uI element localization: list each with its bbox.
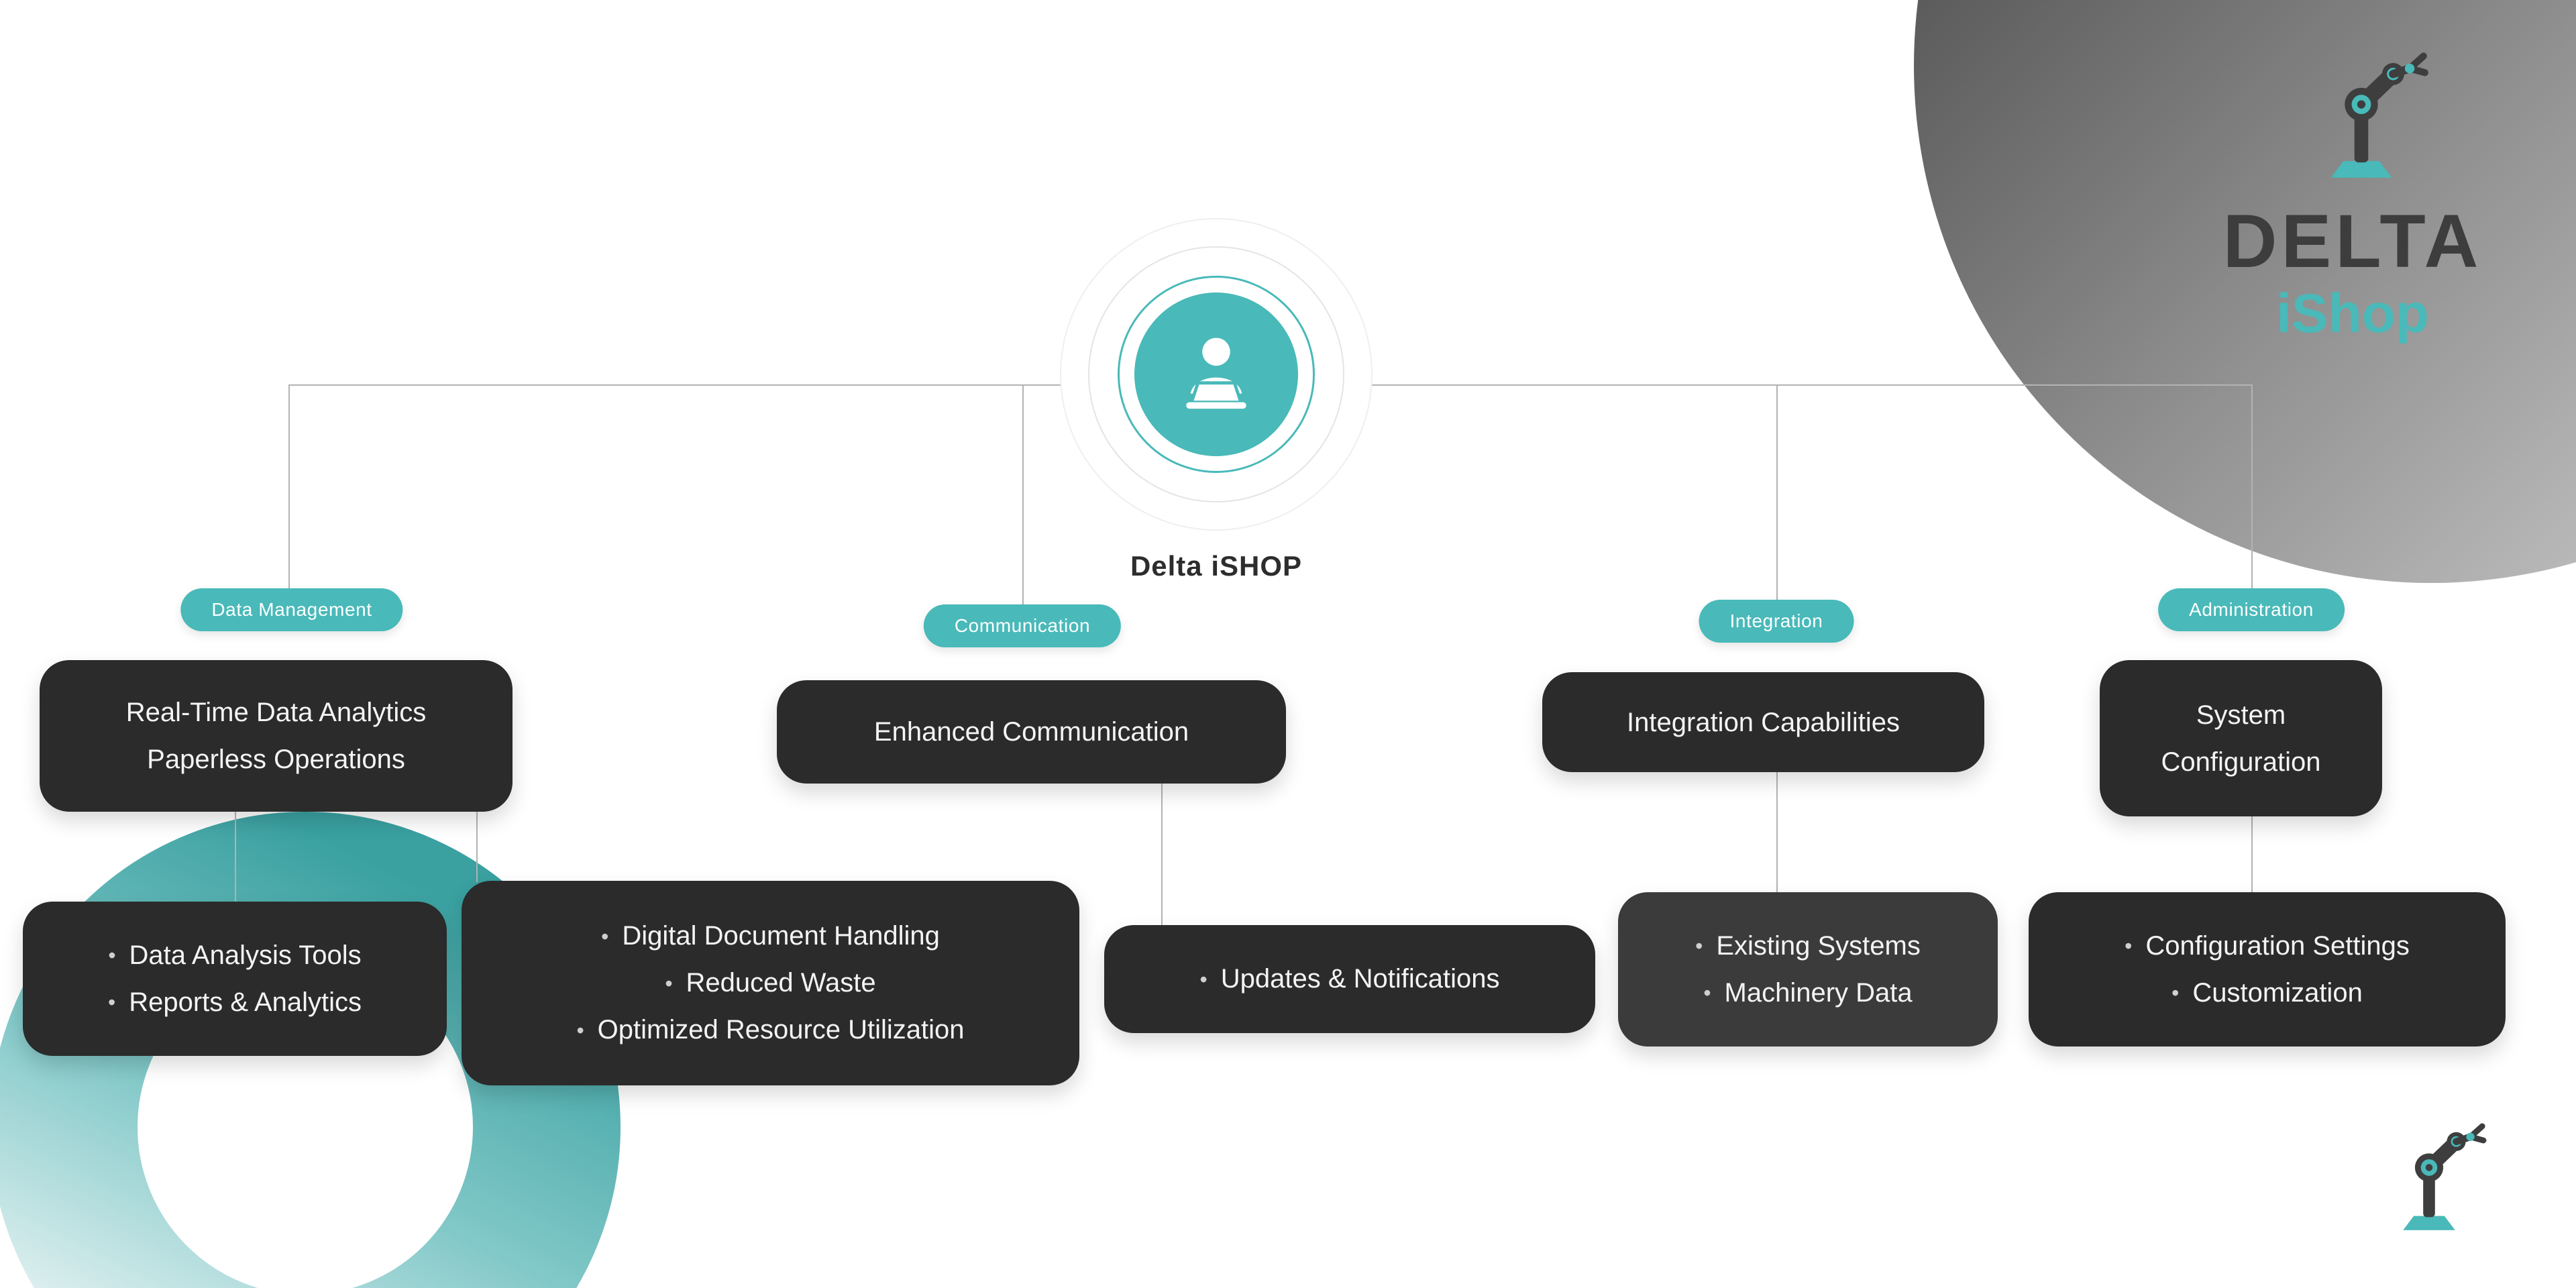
category-pill-data-management: Data Management bbox=[180, 588, 403, 631]
node-existing-systems: •Existing Systems •Machinery Data bbox=[1618, 892, 1998, 1046]
bullet-icon: • bbox=[108, 943, 116, 967]
node-item: Machinery Data bbox=[1724, 977, 1913, 1008]
brand-logo: DELTA iShop bbox=[2202, 201, 2504, 346]
node-text: Paperless Operations bbox=[147, 745, 405, 774]
node-item: Digital Document Handling bbox=[622, 921, 940, 951]
bullet-icon: • bbox=[601, 924, 609, 949]
node-item: Data Analysis Tools bbox=[129, 940, 362, 970]
node-text: System Configuration bbox=[2161, 700, 2321, 777]
node-data-analysis-tools: • Data Analysis Tools • Reports & Analytic… bbox=[23, 902, 447, 1056]
operator-laptop-icon bbox=[1186, 337, 1246, 409]
node-text: Integration Capabilities bbox=[1627, 707, 1900, 737]
bullet-icon: • bbox=[1703, 981, 1711, 1005]
node-system-configuration: System Configuration bbox=[2100, 660, 2382, 816]
connector-line bbox=[1776, 772, 1778, 892]
bullet-icon: • bbox=[1199, 967, 1208, 991]
node-item: Configuration Settings bbox=[2145, 930, 2410, 961]
node-digital-document-handling: • Digital Document Handling • Reduced Wast… bbox=[462, 881, 1079, 1085]
connector-line bbox=[235, 812, 236, 902]
category-pill-administration: Administration bbox=[2158, 588, 2345, 631]
node-text: Real-Time Data Analytics bbox=[125, 698, 427, 727]
brand-name: DELTA bbox=[2222, 199, 2483, 283]
connector-line bbox=[2251, 384, 2253, 588]
connector-line bbox=[288, 384, 290, 588]
brand-subname: iShop bbox=[2276, 283, 2429, 344]
node-item: Updates & Notifications bbox=[1220, 964, 1500, 994]
category-pill-communication: Communication bbox=[923, 604, 1122, 647]
node-item: Customization bbox=[2192, 977, 2363, 1008]
bullet-icon: • bbox=[576, 1018, 584, 1042]
connector-line bbox=[1161, 784, 1163, 925]
node-text: Enhanced Communication bbox=[873, 717, 1189, 747]
root-node-label: Delta iSHOP bbox=[1130, 550, 1303, 582]
node-integration-capabilities: Integration Capabilities bbox=[1542, 672, 1984, 772]
connector-line bbox=[2251, 816, 2253, 892]
teal-ring-decoration bbox=[0, 812, 621, 1288]
node-item: Reports & Analytics bbox=[129, 987, 362, 1017]
bullet-icon: • bbox=[107, 990, 116, 1014]
root-node bbox=[1134, 292, 1298, 456]
connector-line bbox=[476, 812, 478, 882]
robot-arm-icon bbox=[2292, 42, 2430, 184]
node-item: Existing Systems bbox=[1716, 930, 1921, 961]
bullet-icon: • bbox=[665, 971, 673, 996]
bullet-icon: • bbox=[2171, 981, 2180, 1005]
node-configuration-settings: • Configuration Settings • Customization bbox=[2029, 892, 2506, 1046]
robot-arm-icon bbox=[2370, 1114, 2488, 1236]
bullet-icon: • bbox=[2125, 934, 2133, 958]
connector-line bbox=[1776, 384, 1778, 600]
node-item: Reduced Waste bbox=[686, 968, 876, 998]
bullet-icon: • bbox=[1695, 934, 1703, 958]
node-updates-notifications: • Updates & Notifications bbox=[1104, 925, 1595, 1033]
connector-line bbox=[1022, 384, 1024, 604]
node-enhanced-communication: Enhanced Communication bbox=[777, 680, 1286, 784]
node-item: Optimized Resource Utilization bbox=[597, 1015, 965, 1044]
node-real-time-data-analytics: Real-Time Data Analytics Paperless Opera… bbox=[40, 660, 513, 812]
category-pill-integration: Integration bbox=[1699, 600, 1854, 643]
